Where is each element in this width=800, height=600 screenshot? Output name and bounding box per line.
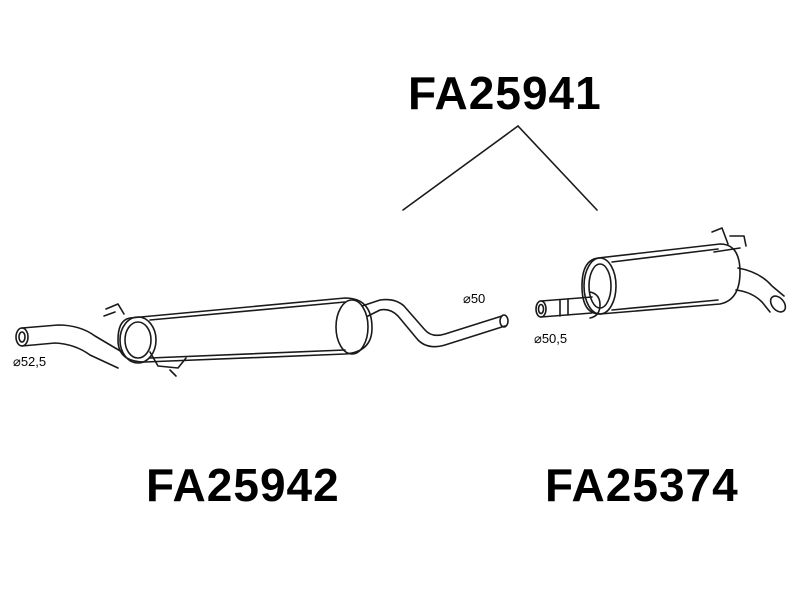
front-hanger-right	[149, 351, 187, 377]
rear-inlet-flange	[589, 291, 601, 319]
rear-hanger	[711, 227, 747, 253]
front-silencer-left-cap	[119, 316, 157, 364]
rear-silencer-part-number: FA25374	[545, 459, 739, 511]
kit-part-number: FA25941	[408, 67, 602, 119]
rear-inlet-pipe-end	[535, 300, 547, 318]
front-outlet-pipe-end	[499, 314, 509, 328]
kit-bracket-left-line	[402, 125, 519, 211]
rear-silencer-body	[581, 243, 741, 315]
rear-tail-pipe-end	[769, 295, 787, 313]
front-outlet-diameter-label: ⌀50	[463, 291, 486, 306]
front-inlet-diameter-label: ⌀52,5	[13, 354, 47, 369]
front-silencer-part-number: FA25942	[146, 459, 340, 511]
rear-inlet-diameter-label: ⌀50,5	[534, 331, 568, 346]
rear-tail-pipe	[735, 267, 785, 313]
front-inlet-pipe	[21, 324, 123, 369]
front-silencer-assembly	[15, 297, 509, 377]
rear-silencer-assembly	[535, 227, 787, 319]
kit-bracket-right-line	[517, 125, 598, 211]
kit-bracket	[402, 125, 598, 211]
front-inlet-pipe-end	[15, 327, 29, 347]
front-outlet-pipe	[361, 298, 506, 348]
front-hanger-left	[103, 303, 125, 317]
rear-silencer-front-cap	[583, 257, 617, 315]
front-silencer-right-cap	[335, 299, 369, 355]
rear-inlet-pipe	[540, 296, 593, 318]
front-silencer-body	[117, 297, 373, 363]
